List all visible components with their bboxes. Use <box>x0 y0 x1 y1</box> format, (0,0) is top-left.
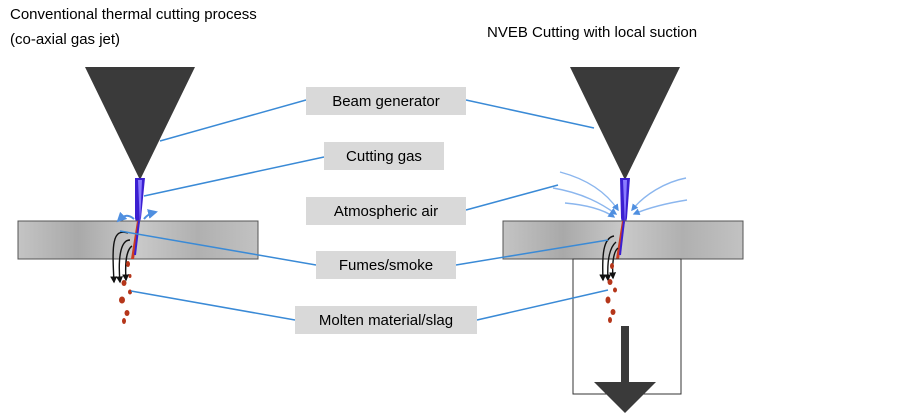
leader-beam-left <box>159 99 307 142</box>
leader-molten-left <box>130 290 296 321</box>
right-fume-arrows <box>599 235 619 282</box>
left-beam-generator-cone <box>85 67 195 180</box>
leader-fumes-left <box>119 230 317 266</box>
left-title-line2: (co-axial gas jet) <box>10 31 121 48</box>
left-beam-core <box>138 180 142 225</box>
left-gas-deflect-right <box>143 209 158 220</box>
right-title: NVEB Cutting with local suction <box>487 24 698 41</box>
leader-air-right <box>465 184 559 211</box>
label-cutting-gas: Cutting gas <box>324 142 444 170</box>
right-cutting-head <box>570 67 680 232</box>
left-title-line1: Conventional thermal cutting process <box>10 6 257 23</box>
right-beam-generator-cone <box>570 67 680 180</box>
suction-arrow-head <box>594 382 656 413</box>
right-kerf-beam <box>619 220 625 256</box>
suction-arrow-shaft <box>621 326 629 384</box>
label-fumes-smoke: Fumes/smoke <box>316 251 456 279</box>
leader-molten-right <box>476 289 609 321</box>
left-cutting-head <box>85 67 195 232</box>
leader-gas-left <box>143 156 325 197</box>
leader-fumes-right <box>455 239 609 266</box>
left-kerf-beam <box>134 220 140 256</box>
leader-beam-right <box>465 99 595 129</box>
left-gas-deflect-left <box>116 211 135 223</box>
leader-lines <box>119 99 609 321</box>
left-slag-droplets <box>119 261 132 324</box>
label-molten-material: Molten material/slag <box>295 306 477 334</box>
right-air-flow <box>552 171 688 218</box>
right-beam-core <box>623 180 627 225</box>
label-beam-generator: Beam generator <box>306 87 466 115</box>
right-slag-droplets <box>605 263 617 323</box>
label-atmospheric-air: Atmospheric air <box>306 197 466 225</box>
